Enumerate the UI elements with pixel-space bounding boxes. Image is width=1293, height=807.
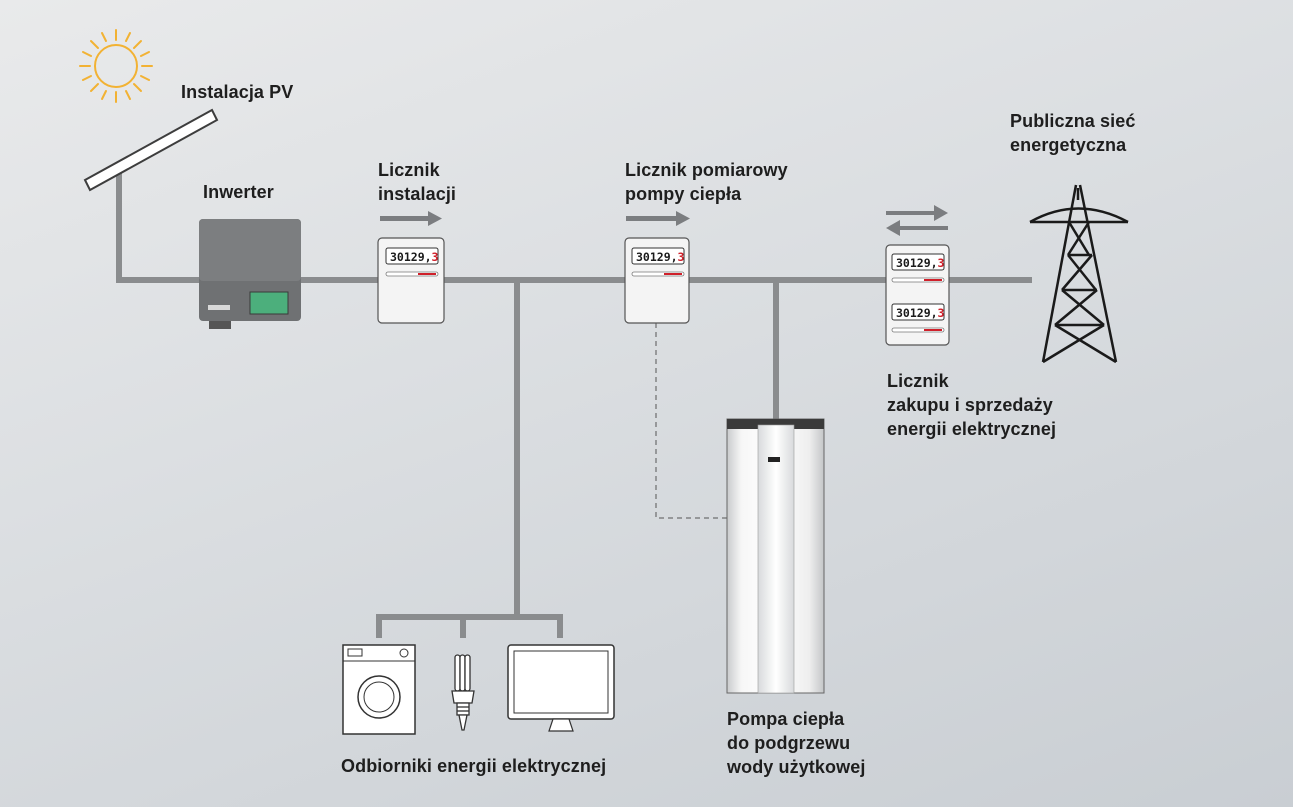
washing-machine-icon (342, 644, 416, 735)
meter-trade: 30129,3 30129,3 (885, 244, 950, 346)
sun-icon (79, 29, 153, 103)
energy-saving-bulb-icon (451, 654, 475, 731)
grid-label: Publiczna sieć energetyczna (1010, 111, 1136, 155)
meter-heatpump: 30129,3 (624, 237, 690, 324)
pv-panel-icon (83, 108, 219, 192)
arrow-right-icon (626, 211, 690, 226)
svg-text:30129,3: 30129,3 (896, 256, 945, 270)
monitor-icon (507, 644, 615, 732)
pv-label: Instalacja PV (181, 82, 294, 102)
svg-text:30129,3: 30129,3 (636, 250, 685, 264)
power-pylon-icon (1029, 184, 1129, 364)
inverter-icon (199, 219, 301, 329)
arrow-right-icon (380, 211, 442, 226)
heat-pump-icon (726, 418, 825, 694)
meter-install-label: Licznik instalacji (378, 160, 457, 204)
meter-heatpump-label: Licznik pomiarowy pompy ciepła (625, 160, 788, 204)
meter-trade-label: Licznik zakupu i sprzedaży energii elekt… (887, 371, 1057, 439)
svg-text:30129,3: 30129,3 (390, 250, 439, 264)
meter-install: 30129,3 (377, 237, 445, 324)
consumers-label: Odbiorniki energii elektrycznej (341, 756, 607, 776)
svg-text:30129,3: 30129,3 (896, 306, 945, 320)
inverter-label: Inwerter (203, 182, 274, 202)
wiring (116, 172, 1032, 638)
bidirectional-arrow-icon (886, 205, 948, 236)
control-line (655, 323, 728, 519)
heatpump-label: Pompa ciepła do podgrzewu wody użytkowej (727, 709, 866, 777)
